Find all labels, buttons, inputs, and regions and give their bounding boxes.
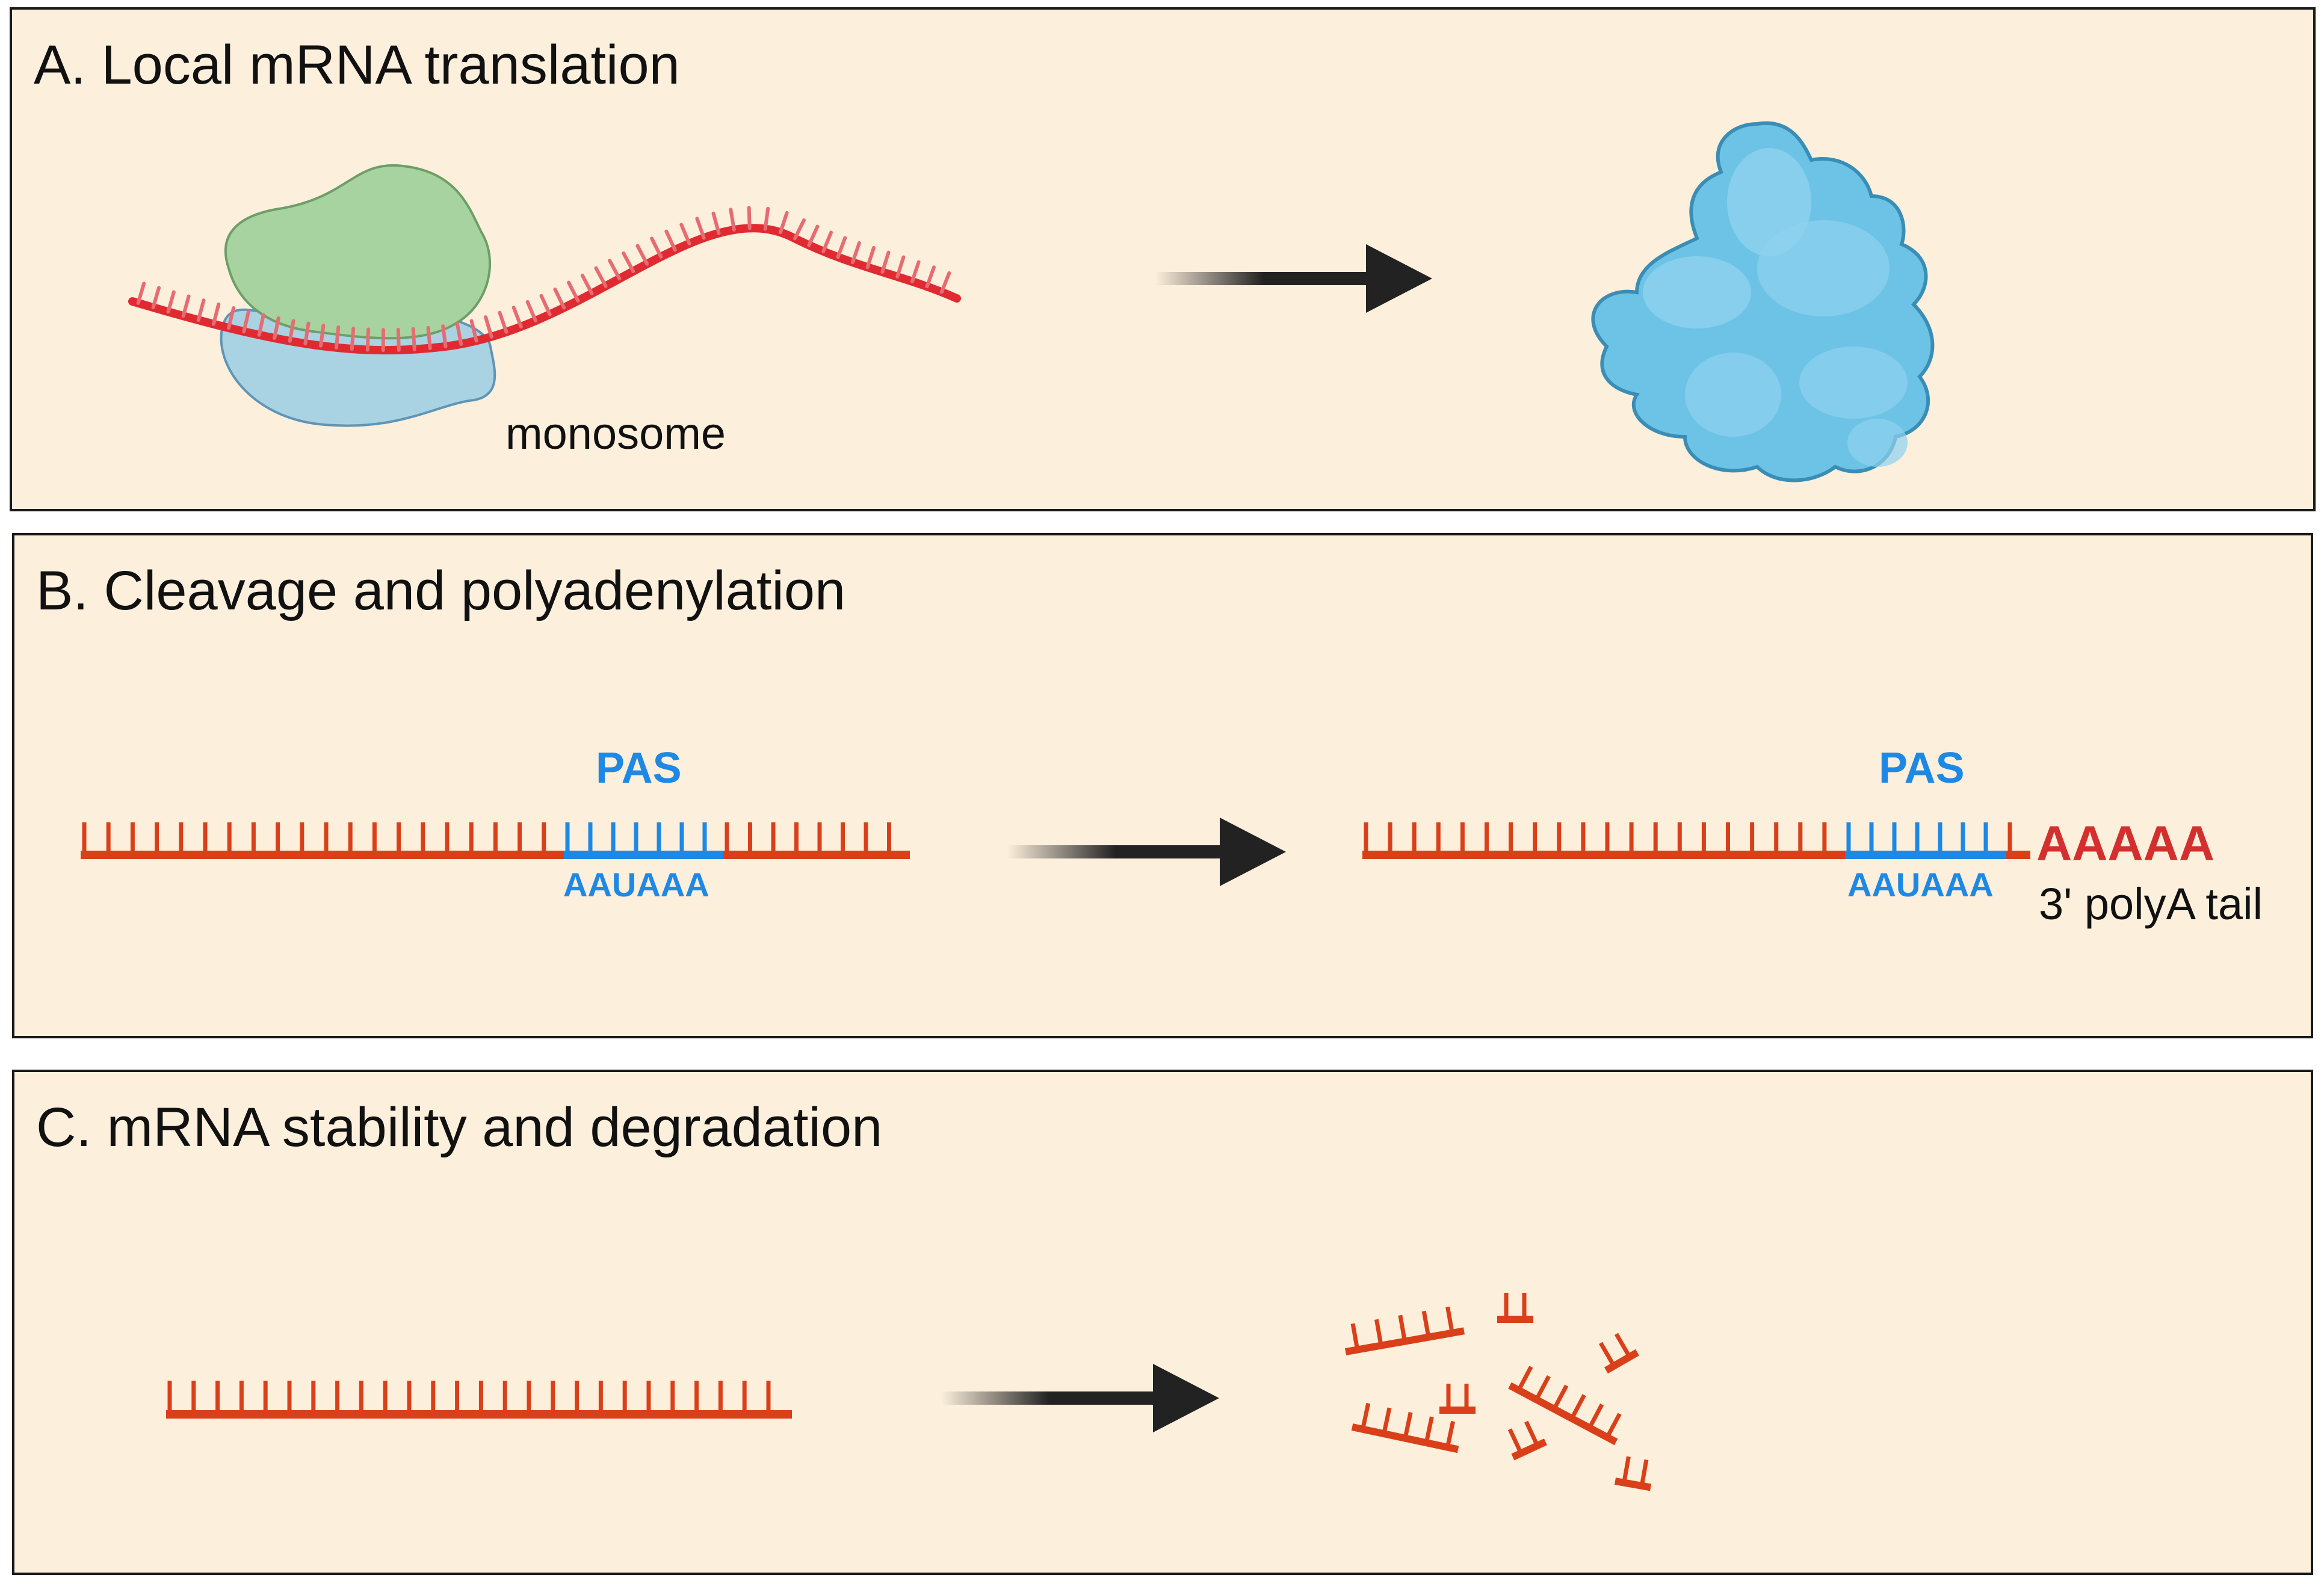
protein-icon: [1591, 121, 1935, 482]
arrow-icon: [941, 1364, 1219, 1432]
pas-label-before: PAS: [596, 744, 682, 792]
mrna-fragments: [1344, 1293, 1652, 1491]
mrna-strand-icon: [128, 206, 961, 355]
arrow-icon: [1007, 818, 1286, 886]
panel-title: C. mRNA stability and degradation: [36, 1097, 883, 1158]
panel-local-translation: A. Local mRNA translation monosome: [10, 7, 2316, 511]
mrna-strand-intact: [166, 1381, 792, 1419]
panel-title: A. Local mRNA translation: [34, 34, 680, 96]
polya-sequence: AAAAA: [2036, 816, 2215, 871]
polyadenylation-art: [81, 818, 2030, 886]
panel-stability-degradation: C. mRNA stability and degradation: [12, 1070, 2313, 1575]
degradation-art: [166, 1293, 1652, 1491]
panel-title: B. Cleavage and polyadenylation: [36, 560, 846, 621]
pas-label-after: PAS: [1879, 744, 1965, 792]
polya-tail-label: 3' polyA tail: [2039, 879, 2263, 929]
ribosome-large-subunit-icon: [224, 164, 491, 340]
mrna-strand-before: [81, 822, 910, 859]
monosome-label: monosome: [505, 408, 726, 458]
arrow-icon: [1155, 244, 1432, 313]
panel-cleavage-polyadenylation: B. Cleavage and polyadenylation PAS AAUA…: [12, 533, 2313, 1038]
motif-label-before: AAUAAA: [563, 866, 709, 904]
motif-label-after: AAUAAA: [1847, 866, 1994, 904]
translation-art: [128, 121, 1935, 482]
mrna-strand-after: [1362, 822, 2030, 859]
